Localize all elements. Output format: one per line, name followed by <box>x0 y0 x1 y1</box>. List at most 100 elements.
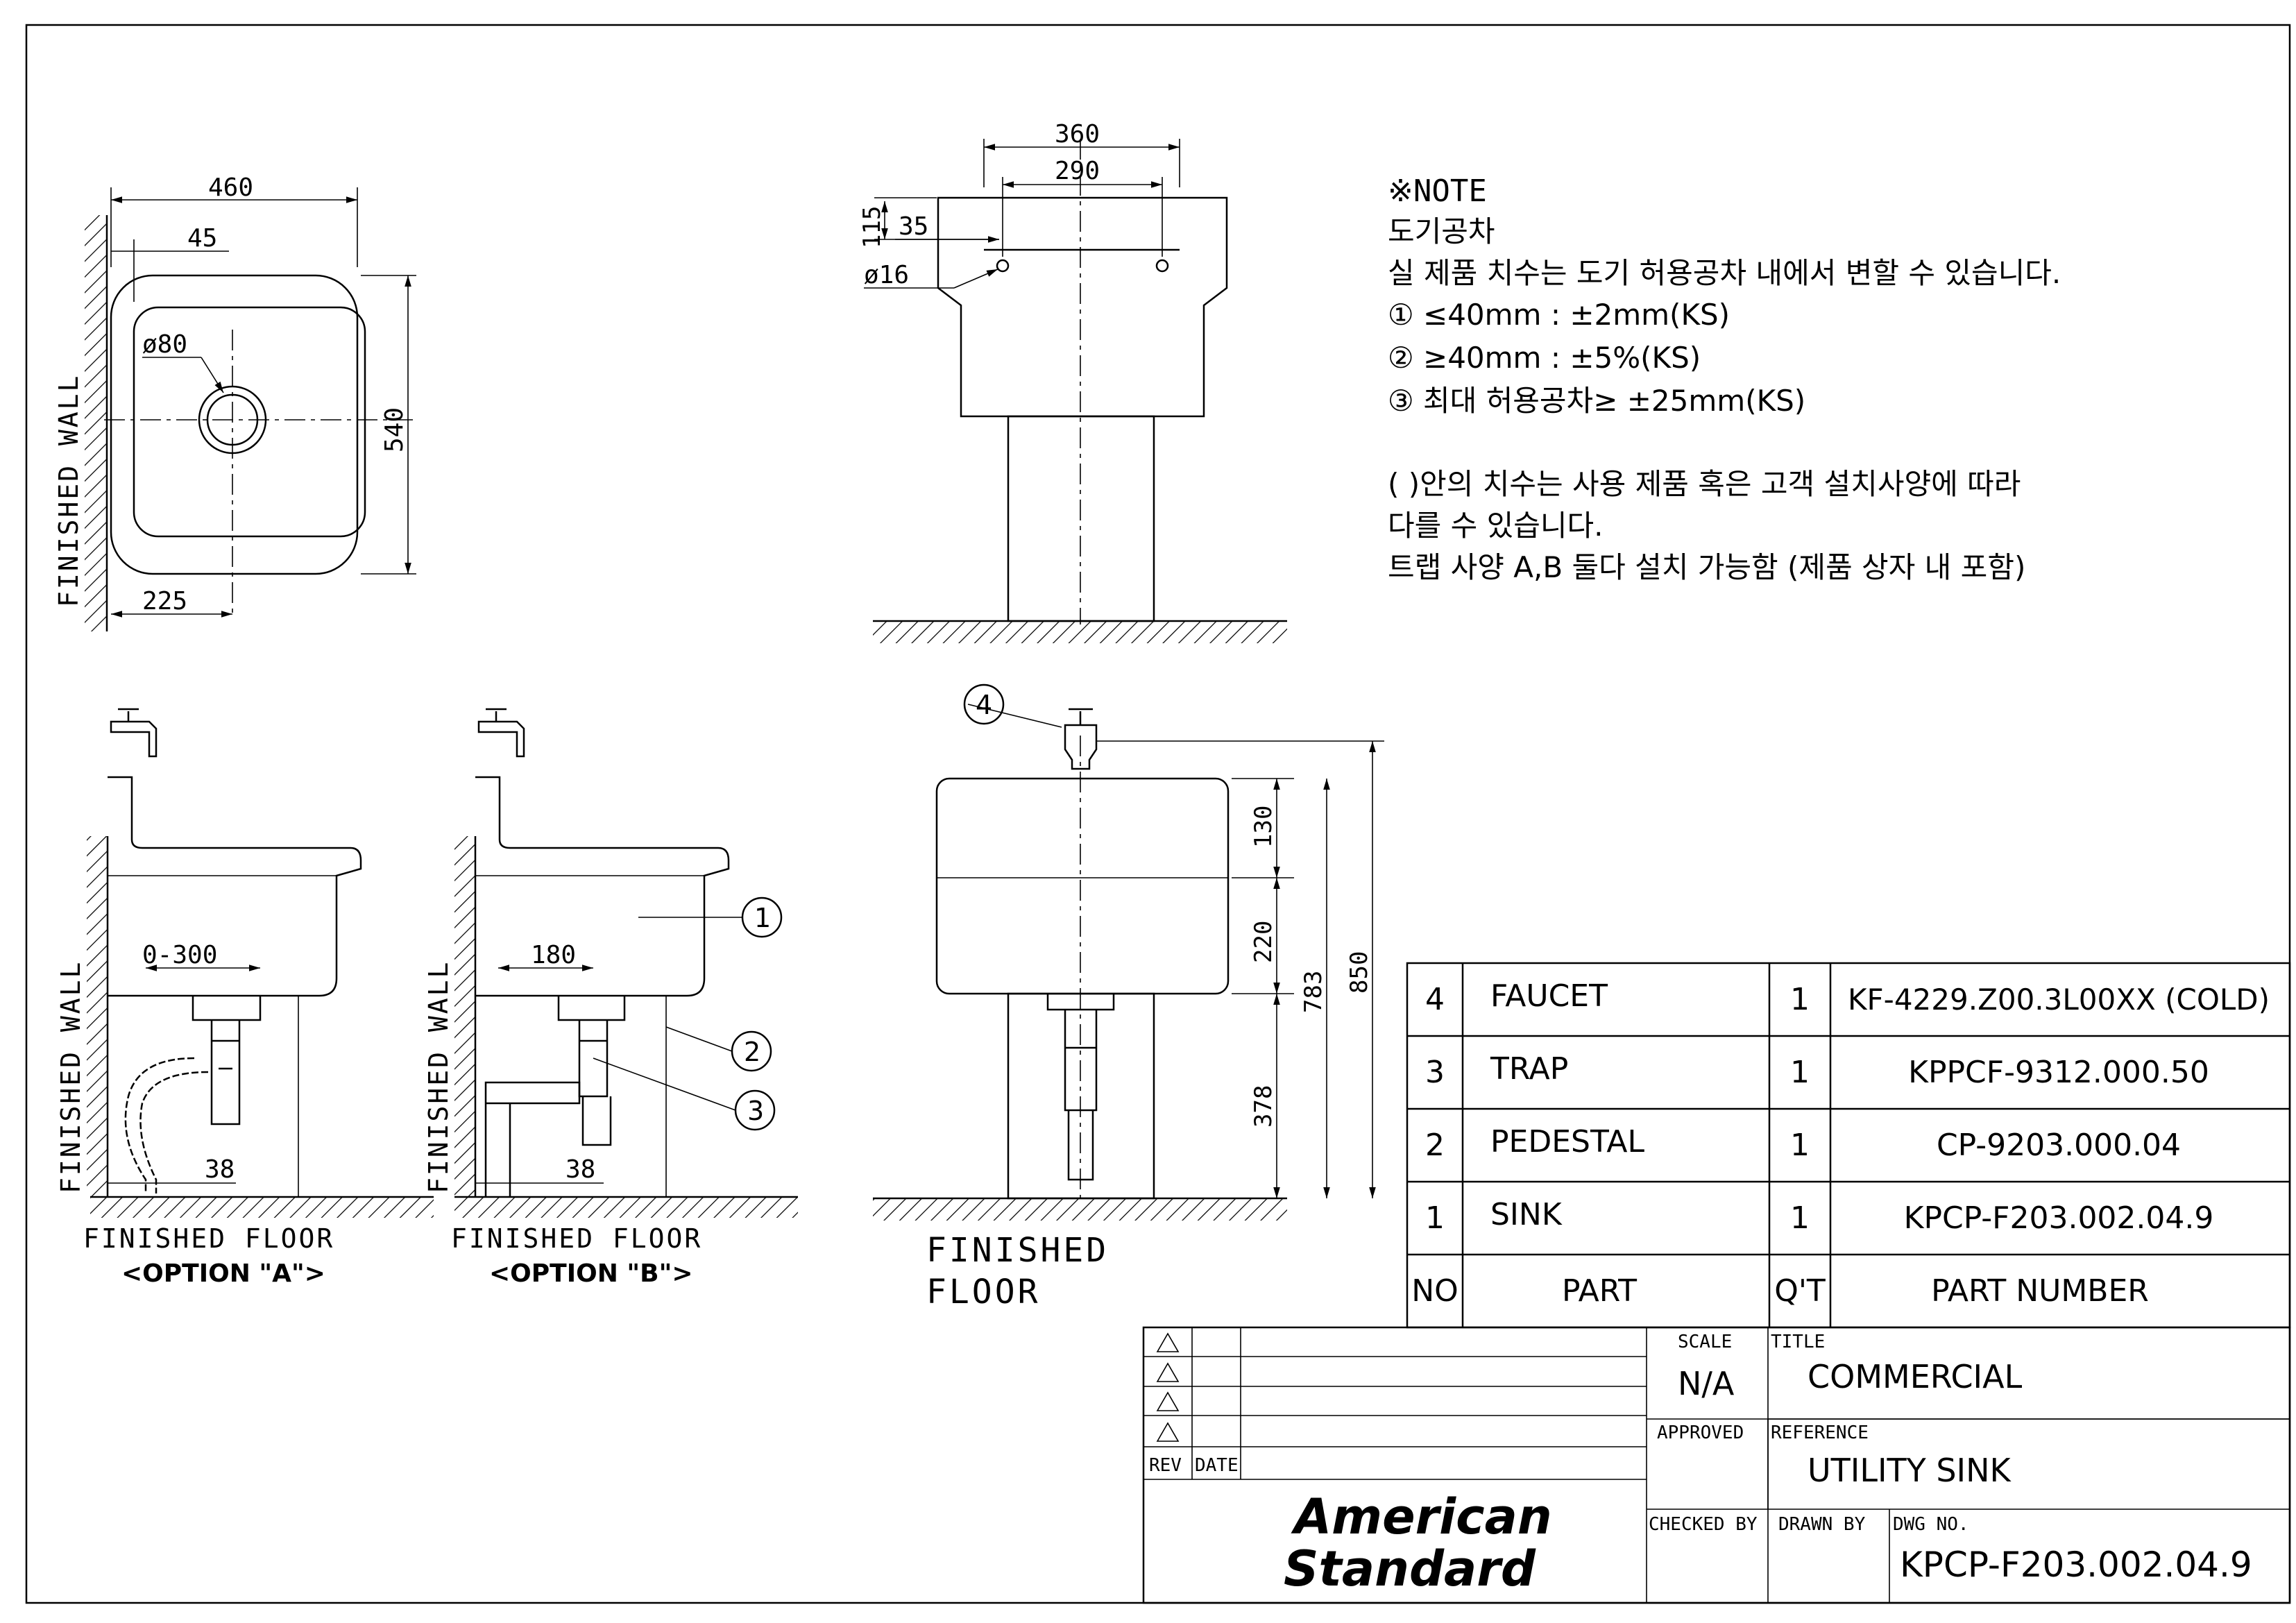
parts-row-3-qty: 1 <box>1790 1200 1810 1236</box>
logo-line1: American <box>1291 1488 1552 1545</box>
front-callout-4 <box>963 683 1005 725</box>
back-dim-35: 35 <box>899 212 928 241</box>
top-dim-depth: 540 <box>380 407 409 452</box>
top-sink-outline <box>110 274 359 575</box>
option-a-wall-hatch <box>87 836 108 1197</box>
parts-header-number: PART NUMBER <box>1931 1273 2149 1309</box>
back-dim-hole: ø16 <box>864 261 909 289</box>
front-floor-label-1: FINISHED <box>926 1231 1109 1270</box>
front-dim-130: 130 <box>1250 806 1277 848</box>
drawn-label: DRAWN BY <box>1778 1514 1866 1535</box>
parts-row-2-qty: 1 <box>1790 1128 1810 1163</box>
rev-triangle-4-icon <box>1156 1422 1180 1442</box>
option-b-callout-2-text: 2 <box>744 1037 760 1067</box>
parts-row-0-number: KF-4229.Z00.3L00XX (COLD) <box>1848 983 2270 1017</box>
notes-block: ※NOTE 도기공차 실 제품 치수는 도기 허용공차 내에서 변할 수 있습니… <box>1388 173 2061 584</box>
option-a-view: FINISHED WALL 0-300 38 FINISHED FLOOR <O… <box>56 708 434 1288</box>
top-drain-outer <box>198 385 267 454</box>
notes-line1: 실 제품 치수는 도기 허용공차 내에서 변할 수 있습니다. <box>1388 256 2061 290</box>
top-dim-offset: 45 <box>187 224 217 253</box>
back-dim-outer: 360 <box>1055 120 1100 148</box>
notes-line6: 다를 수 있습니다. <box>1388 509 1604 543</box>
logo-line2: Standard <box>1284 1540 1536 1597</box>
parts-row-2-part: PEDESTAL <box>1490 1124 1645 1159</box>
option-b-wall-pipe <box>484 1081 581 1197</box>
title-label: TITLE <box>1771 1332 1825 1352</box>
back-hole-right <box>1155 259 1169 273</box>
front-dim-378: 378 <box>1250 1085 1277 1128</box>
top-drain-inner <box>206 393 259 446</box>
date-label: DATE <box>1195 1455 1239 1476</box>
option-b-floor-label: FINISHED FLOOR <box>451 1223 702 1254</box>
parts-row-2-no: 2 <box>1425 1128 1445 1163</box>
option-b-view: FINISHED WALL 180 38 1 2 3 FINISHED FLOO… <box>423 708 798 1288</box>
notes-title: 도기공차 <box>1388 214 1495 248</box>
parts-row-3-no: 1 <box>1425 1200 1445 1236</box>
parts-row-1-number: KPPCF-9312.000.50 <box>1908 1055 2209 1090</box>
front-sink <box>935 777 1230 995</box>
top-dim-drain: ø80 <box>142 330 187 359</box>
notes-header: ※NOTE <box>1388 173 1487 209</box>
option-b-sink <box>475 776 730 997</box>
front-floor-label-2: FLOOR <box>926 1273 1041 1311</box>
option-b-callout-3-text: 3 <box>747 1096 764 1126</box>
option-b-wall-label: FINISHED WALL <box>423 960 454 1193</box>
parts-table: 4 FAUCET 1 KF-4229.Z00.3L00XX (COLD) 3 T… <box>1406 962 2291 1329</box>
notes-line2: ① ≤40mm : ±2mm(KS) <box>1388 298 1730 332</box>
option-a-faucet-icon <box>110 708 158 758</box>
option-b-caption: <OPTION "B"> <box>489 1259 692 1288</box>
notes-line5: ( )안의 치수는 사용 제품 혹은 고객 설치사양에 따라 <box>1388 467 2021 501</box>
scale-label: SCALE <box>1678 1332 1732 1352</box>
back-dim-115: 115 <box>858 206 886 248</box>
parts-header-part: PART <box>1562 1273 1637 1309</box>
notes-line3: ② ≥40mm : ±5%(KS) <box>1388 341 1701 375</box>
rev-triangle-1-icon <box>1156 1332 1180 1352</box>
option-a-dim-38: 38 <box>205 1155 235 1184</box>
notes-line4: ③ 최대 허용공차≥ ±25mm(KS) <box>1388 384 1805 418</box>
parts-row-1-part: TRAP <box>1490 1051 1568 1087</box>
parts-row-0-part: FAUCET <box>1490 978 1608 1014</box>
rev-triangle-3-icon <box>1156 1391 1180 1411</box>
front-callout-4-text: 4 <box>976 690 992 720</box>
top-sink-basin <box>133 306 366 538</box>
parts-row-0-qty: 1 <box>1790 982 1810 1017</box>
front-faucet-icon <box>1064 708 1098 770</box>
top-wall-label: FINISHED WALL <box>53 374 84 607</box>
option-a-floor-label: FINISHED FLOOR <box>83 1223 334 1254</box>
option-b-dim-180: 180 <box>531 941 576 969</box>
parts-row-3-number: KPCP-F203.002.04.9 <box>1904 1200 2214 1236</box>
title-value: COMMERCIAL <box>1808 1358 2023 1395</box>
option-b-callout-2 <box>731 1030 772 1072</box>
option-b-callout-3 <box>734 1089 776 1131</box>
back-view: 360 290 115 35 ø16 <box>858 120 1287 643</box>
parts-row-2-number: CP-9203.000.04 <box>1937 1128 2181 1163</box>
option-a-caption: <OPTION "A"> <box>121 1259 325 1288</box>
dwg-label: DWG NO. <box>1893 1514 1969 1535</box>
back-hole-left <box>996 259 1010 273</box>
reference-value: UTILITY SINK <box>1808 1452 2012 1489</box>
option-a-dim-range: 0-300 <box>142 941 217 969</box>
title-block: REV DATE SCALE N/A TITLE COMMERCIAL APPR… <box>1142 1326 2291 1604</box>
parts-row-1-no: 3 <box>1425 1055 1445 1090</box>
option-b-faucet-icon <box>477 708 525 758</box>
back-floor-hatch <box>873 621 1287 643</box>
parts-header-no: NO <box>1411 1273 1459 1309</box>
option-b-callout-1 <box>741 897 783 938</box>
front-trap <box>1046 994 1115 1181</box>
parts-row-1-qty: 1 <box>1790 1055 1810 1090</box>
option-b-wall-hatch <box>454 836 475 1197</box>
scale-value: N/A <box>1678 1365 1735 1402</box>
option-a-trap <box>192 996 262 1125</box>
option-a-floor-hatch <box>90 1197 434 1218</box>
option-b-callout-1-text: 1 <box>754 903 771 933</box>
front-floor-hatch <box>873 1198 1287 1221</box>
parts-row-0-no: 4 <box>1425 982 1445 1017</box>
approved-label: APPROVED <box>1657 1422 1744 1443</box>
dwg-value: KPCP-F203.002.04.9 <box>1900 1545 2252 1585</box>
option-b-floor-hatch <box>454 1197 798 1218</box>
option-a-sink <box>108 776 362 997</box>
top-wall-hatch <box>85 215 107 631</box>
top-dim-center: 225 <box>142 587 187 615</box>
top-dim-width: 460 <box>208 173 253 202</box>
